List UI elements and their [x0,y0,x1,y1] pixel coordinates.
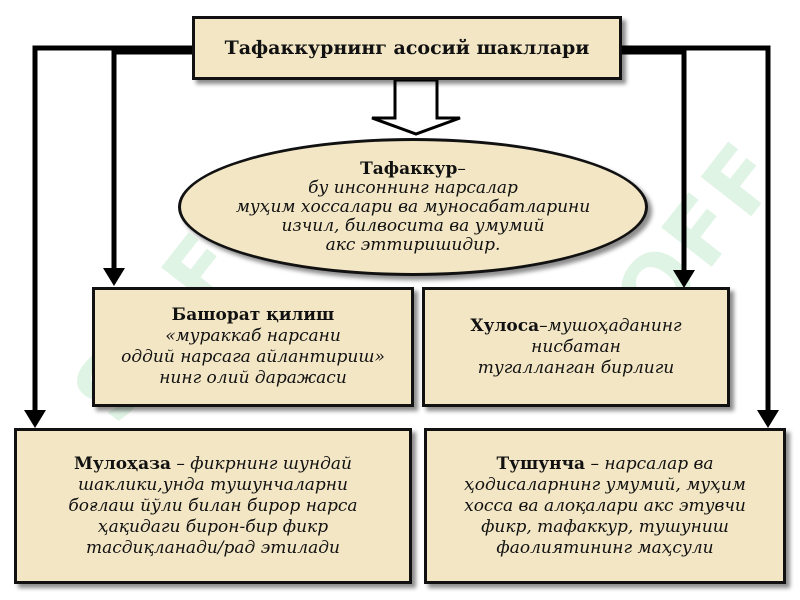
tushuncha-line: хосса ва алоқалари акс этувчи [464,495,746,516]
definition-line: изчил, билвосита ва умумий [281,215,545,236]
definition-line: акс эттиришидир. [325,234,501,255]
muloxaza-line: шаклики,унда тушунчаларни [78,474,348,495]
tushuncha-line: фаолиятининг маҳсули [496,537,714,558]
arrowhead-muloxaza [24,410,46,428]
page-title: Тафаккурнинг асосий шакллари [224,36,590,59]
tushuncha-rest: – нарсалар ва [585,453,714,474]
arrow-title-to-xulosa [620,49,687,272]
arrowhead-tushuncha [757,410,779,428]
bashorat-box: Башорат қилиш «мураккаб нарсани оддий на… [92,287,414,407]
tushuncha-box: Тушунча – нарсалар ва ҳодисаларнинг умум… [424,428,786,584]
definition-ellipse: Тафаккур– бу инсоннинг нарсалар муҳим хо… [178,138,648,276]
muloxaza-box: Мулоҳаза – фикрнинг шундай шаклики,унда … [14,428,412,584]
muloxaza-rest: – фикрнинг шундай [170,453,352,474]
title-box: Тафаккурнинг асосий шакллари [192,16,622,80]
arrowhead-xulosa [673,270,695,288]
definition-line: муҳим хоссалари ва муносабатларини [235,196,591,217]
arrow-title-to-muloxaza [32,45,196,412]
definition-term: Тафаккур [360,158,458,179]
definition-line: бу инсоннинг нарсалар [308,177,518,198]
arrowhead-bashorat [103,268,125,286]
xulosa-rest: –мушоҳаданинг [539,315,682,336]
bashorat-line: «мураккаб нарсани [165,326,341,346]
arrow-title-to-bashorat [111,49,196,270]
muloxaza-line: тасдиқланади/рад этилади [86,537,340,558]
muloxaza-term: Мулоҳаза [74,453,171,474]
block-arrow-down [371,78,461,136]
tushuncha-term: Тушунча [496,453,586,474]
xulosa-box: Хулоса–мушоҳаданинг нисбатан тугалланган… [422,287,730,407]
xulosa-line: тугалланган бирлиги [477,357,675,378]
muloxaza-line: боғлаш йўли билан бирор нарса [68,495,358,516]
xulosa-term: Хулоса [470,315,540,336]
xulosa-line: нисбатан [531,336,621,357]
bashorat-term: Башорат қилиш [171,305,335,325]
bashorat-line: оддий нарсага айлантириш» [121,347,385,367]
tushuncha-line: фикр, тафаккур, тушуниш [481,516,729,537]
arrow-title-to-tushuncha [620,45,771,412]
definition-dash: – [457,158,466,179]
muloxaza-line: ҳақидаги бирон-бир фикр [97,516,329,537]
tushuncha-line: ҳодисаларнинг умумий, муҳим [464,474,746,495]
bashorat-line: нинг олий даражаси [159,368,347,388]
